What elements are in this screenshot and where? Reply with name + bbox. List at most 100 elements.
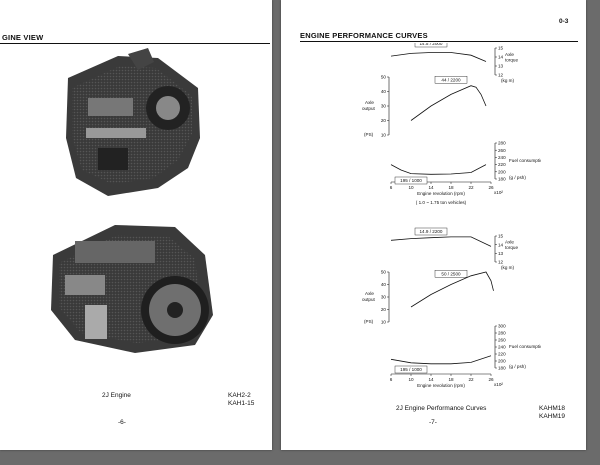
- x-axis-label: Engine revolution (rpm): [417, 383, 465, 388]
- left-caption: 2J Engine: [102, 392, 131, 399]
- fuel-label: Fuel consumption ratio: [509, 158, 541, 163]
- x-tick-label: 26: [488, 377, 494, 382]
- output-peak-label: 44 / 2200: [441, 77, 461, 82]
- fuel-tick-label: 240: [498, 345, 506, 350]
- fuel-tick-label: 280: [498, 141, 506, 146]
- x-multiplier: x10²: [494, 382, 503, 387]
- torque-peak-label-box: [414, 43, 448, 48]
- torque-tick-label: 13: [498, 251, 504, 256]
- torque-tick-label: 12: [498, 73, 504, 78]
- left-code-1: KAH2-2: [228, 392, 251, 399]
- output-peak-label: 50 / 2500: [441, 271, 461, 276]
- torque-curve: [390, 52, 487, 62]
- torque-peak-label: 14.5 / 2000: [420, 43, 443, 46]
- x-tick-label: 26: [488, 185, 494, 190]
- fuel-min-label: 195 / 1000: [400, 367, 422, 372]
- x-tick-label: 14: [428, 185, 434, 190]
- vehicle-note: ( 1.0 ~ 1.75 ton vehicles): [416, 200, 467, 205]
- left-page: GINE VIEW 2J Engine KAH2-2 KAH: [0, 0, 272, 450]
- fuel-tick-label: 220: [498, 162, 506, 167]
- torque-label-2: torque: [505, 245, 518, 250]
- torque-tick-label: 15: [498, 46, 504, 51]
- torque-unit: (kg m): [501, 265, 514, 270]
- torque-tick-label: 15: [498, 234, 504, 239]
- fuel-min-label: 195 / 1000: [400, 178, 422, 183]
- output-tick-label: 40: [381, 282, 387, 287]
- fuel-tick-label: 180: [498, 366, 506, 371]
- fuel-min-label-box: [394, 176, 428, 185]
- output-tick-label: 30: [381, 104, 387, 109]
- x-axis-label: Engine revolution (rpm): [417, 191, 465, 196]
- output-label-1: Axle: [365, 100, 374, 105]
- output-unit: (PS): [364, 319, 374, 324]
- right-code-1: KAHM18: [539, 405, 566, 412]
- right-title-rule: [300, 41, 578, 42]
- fuel-curve: [390, 355, 492, 365]
- right-caption: 2J Engine Performance Curves: [396, 405, 487, 412]
- output-tick-label: 10: [381, 133, 387, 138]
- fuel-tick-label: 260: [498, 338, 506, 343]
- output-peak-label-box: [434, 270, 468, 278]
- x-tick-label: 14: [428, 377, 434, 382]
- output-curve: [410, 85, 487, 121]
- output-peak-label-box: [434, 76, 468, 84]
- torque-curve: [390, 236, 492, 247]
- fuel-min-label-box: [394, 365, 428, 374]
- output-tick-label: 10: [381, 320, 387, 325]
- output-label-2: output: [362, 297, 375, 302]
- fuel-curve: [390, 164, 487, 175]
- torque-peak-label: 14.9 / 2200: [420, 229, 443, 234]
- left-page-number: -6-: [118, 419, 126, 426]
- output-label-1: Axle: [365, 291, 374, 296]
- x-multiplier: x10²: [494, 190, 503, 195]
- right-page: 0-3 ENGINE PERFORMANCE CURVES 6 10 14 18 22 2…: [281, 0, 586, 450]
- x-tick-label: 22: [468, 377, 474, 382]
- output-tick-label: 50: [381, 75, 387, 80]
- torque-label-1: Axle: [505, 240, 514, 245]
- fuel-tick-label: 280: [498, 331, 506, 336]
- right-page-title: ENGINE PERFORMANCE CURVES: [300, 31, 428, 40]
- output-tick-label: 20: [381, 118, 387, 123]
- x-tick-label: 10: [408, 185, 414, 190]
- x-tick-label: 18: [448, 377, 454, 382]
- left-page-title: GINE VIEW: [2, 33, 44, 42]
- torque-unit: (kg m): [501, 78, 514, 83]
- fuel-label: Fuel consumption ratio: [509, 344, 541, 349]
- torque-tick-label: 14: [498, 55, 504, 60]
- output-tick-label: 40: [381, 89, 387, 94]
- fuel-tick-label: 180: [498, 177, 506, 182]
- fuel-tick-label: 240: [498, 155, 506, 160]
- x-tick-label: 22: [468, 185, 474, 190]
- engine-photo-bottom: [51, 225, 213, 353]
- fuel-tick-label: 220: [498, 352, 506, 357]
- right-code-2: KAHM19: [539, 413, 566, 420]
- torque-tick-label: 14: [498, 242, 504, 247]
- fuel-tick-label: 300: [498, 324, 506, 329]
- torque-label-2: torque: [505, 58, 518, 63]
- x-tick-label: 6: [390, 377, 393, 382]
- x-tick-label: 18: [448, 185, 454, 190]
- output-tick-label: 50: [381, 270, 387, 275]
- output-tick-label: 20: [381, 307, 387, 312]
- engine-photo-top: [66, 48, 200, 196]
- left-title-rule: [0, 43, 270, 44]
- output-curve: [410, 271, 494, 308]
- fuel-unit: (g / psh): [509, 364, 526, 369]
- output-unit: (PS): [364, 132, 374, 137]
- right-page-number: -7-: [429, 419, 437, 426]
- torque-peak-label-box: [414, 227, 448, 236]
- x-tick-label: 10: [408, 377, 414, 382]
- fuel-tick-label: 200: [498, 169, 506, 174]
- fuel-unit: (g / psh): [509, 175, 526, 180]
- x-tick-label: 6: [390, 185, 393, 190]
- fuel-tick-label: 200: [498, 359, 506, 364]
- left-code-2: KAH1-15: [228, 400, 255, 407]
- output-tick-label: 30: [381, 295, 387, 300]
- torque-tick-label: 13: [498, 64, 504, 69]
- torque-tick-label: 12: [498, 260, 504, 265]
- section-ref: 0-3: [559, 18, 569, 25]
- fuel-tick-label: 260: [498, 148, 506, 153]
- torque-label-1: Axle: [505, 52, 514, 57]
